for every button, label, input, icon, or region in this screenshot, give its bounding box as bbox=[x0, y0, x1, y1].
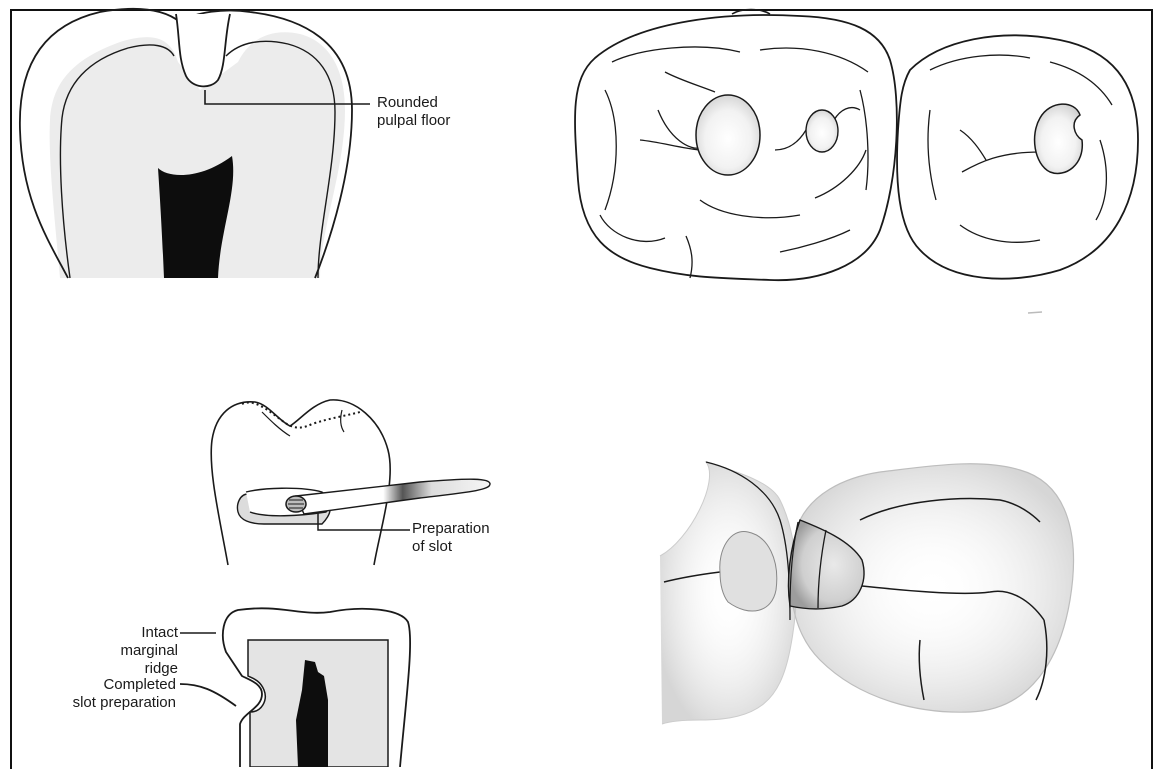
label-line: Intact bbox=[94, 624, 178, 642]
leader-preparation-of-slot bbox=[318, 512, 410, 530]
label-line: Rounded bbox=[377, 94, 450, 112]
label-line: pulpal floor bbox=[377, 112, 450, 130]
label-rounded-pulpal-floor: Rounded pulpal floor bbox=[377, 94, 450, 130]
tooth-outline-slot bbox=[211, 400, 390, 565]
occlusal-view-top-right bbox=[575, 10, 1138, 281]
label-line: marginal bbox=[94, 642, 178, 660]
dental-bur bbox=[296, 479, 490, 514]
label-line: slot preparation bbox=[44, 694, 176, 712]
label-completed-slot-preparation: Completed slot preparation bbox=[44, 676, 176, 712]
completed-slot-tooth bbox=[180, 608, 410, 767]
label-preparation-of-slot: Preparation of slot bbox=[412, 520, 490, 556]
leader-completed-slot bbox=[180, 684, 236, 706]
occlusal-dotted-outline bbox=[242, 403, 360, 428]
label-line: Completed bbox=[44, 676, 176, 694]
tooth-section-top-left bbox=[20, 9, 370, 278]
caries-lesion-premolar bbox=[1035, 104, 1083, 173]
restoration-illustration bbox=[660, 462, 1073, 724]
label-line: Preparation bbox=[412, 520, 490, 538]
label-intact-marginal-ridge: Intact marginal ridge bbox=[94, 624, 178, 678]
label-line: of slot bbox=[412, 538, 490, 556]
caries-lesion-large bbox=[696, 95, 760, 175]
premolar-groove-lines bbox=[928, 55, 1112, 242]
caries-lesion-small bbox=[806, 110, 838, 152]
